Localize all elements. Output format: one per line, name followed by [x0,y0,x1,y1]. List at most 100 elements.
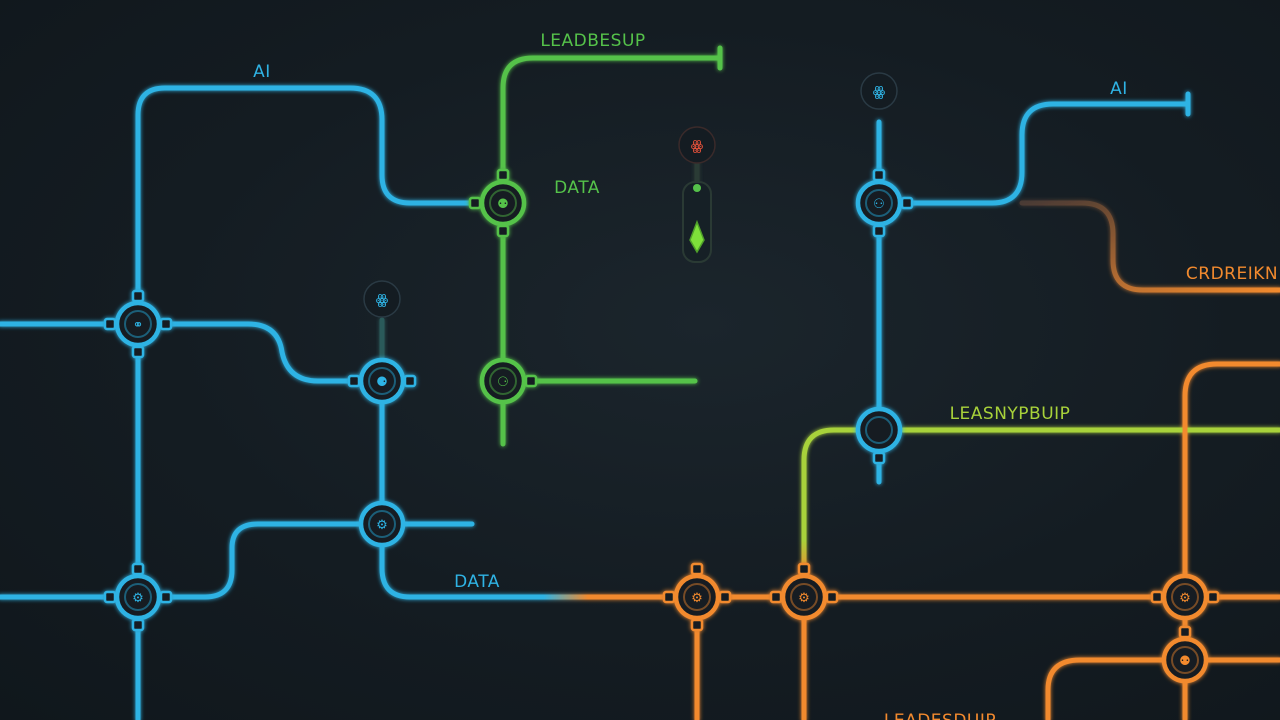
node-inner-ring [368,510,396,538]
node-ring [358,357,406,405]
connector-tab [690,618,704,632]
route-ordering [1019,200,1280,293]
label-leadership-top: LEADBESUP [540,31,645,51]
route-left-vertical [135,85,473,720]
connector-tab [872,451,886,465]
node-ring [1161,573,1209,621]
node-ring [673,573,721,621]
node-ring [358,500,406,548]
small-icon-top-right[interactable]: ꙮ [860,72,898,110]
node-gear-icon: ⚆ [497,375,509,390]
route-orange-bottom-right [1045,657,1280,720]
node-inner-ring [683,583,711,611]
connector-tab [690,562,704,576]
chip-icon: ꙮ [376,293,389,308]
connector-tab [131,618,145,632]
node-gear-icon: ⚙ [691,591,703,606]
node-inner-ring [368,367,396,395]
node-n4[interactable]: ⚇ [855,168,914,238]
node-gear-icon: ⚇ [873,197,885,212]
connector-tab [403,374,417,388]
node-n5[interactable]: ⚈ [347,357,417,405]
route-leadership-top [500,55,723,185]
node-gear-icon: ⚉ [1179,654,1191,669]
label-data-bottom: DATA [454,572,500,592]
label-ai-right: AI [1110,79,1128,99]
route-orange-verticals [694,617,1188,720]
label-leadership-bottom: LEADESDUIP [884,711,996,720]
label-data-center: DATA [554,178,600,198]
connector-tab [872,224,886,238]
connector-tab [159,317,173,331]
node-ring [855,406,903,454]
connector-tab [1206,590,1220,604]
connector-tab [131,562,145,576]
node-n2[interactable]: ⚙ [103,562,173,632]
node-gear-icon: ⚙ [1179,591,1191,606]
node-n6[interactable]: ⚆ [479,357,538,405]
node-ring [479,179,527,227]
connector-tab [825,590,839,604]
node-inner-ring [124,583,152,611]
node-n10[interactable]: ⚙ [769,562,839,621]
node-gear-icon: ⚉ [497,197,509,212]
chip-icon: ꙮ [691,139,704,154]
node-inner-ring [489,189,517,217]
connector-tab [797,562,811,576]
label-ordering-right: CRDREIKN [1186,264,1278,284]
route-bottom-left [0,521,363,600]
node-ring [1161,636,1209,684]
node-n3[interactable]: ⚉ [468,168,527,238]
route-mid-left-horizontal [0,321,363,384]
small-icon-mid-left[interactable]: ꙮ [363,280,401,318]
node-gear-icon: ⚭ [133,318,144,333]
connector-tab [769,590,783,604]
connector-tab [1178,625,1192,639]
route-ai-right [899,101,1191,206]
chip-icon: ꙮ [873,85,886,100]
node-ring [114,300,162,348]
center-junction [682,181,712,263]
small-icon-top-center[interactable]: ꙮ [678,126,716,164]
node-inner-ring [489,367,517,395]
node-ring [114,573,162,621]
connector-tab [524,374,538,388]
connector-tab [900,196,914,210]
node-gear-icon: ⚙ [376,518,388,533]
node-inner-ring [1171,646,1199,674]
node-inner-ring [1171,583,1199,611]
node-gear-icon: ⚙ [798,591,810,606]
connector-tab [131,289,145,303]
connector-tab [159,590,173,604]
node-n7[interactable]: ⚙ [358,500,406,548]
node-n1[interactable]: ⚭ [103,289,173,359]
nodes: ⚭ ⚙ ⚉ ⚇ ⚈ ⚆ ⚙ ⚙ ⚙ ⚙ ⚉ [103,168,1220,684]
node-n11[interactable]: ⚙ [1150,573,1220,621]
node-inner-ring [124,310,152,338]
route-lime-down [801,427,860,579]
node-gear-icon: ⚈ [376,375,388,390]
connector-tab [496,224,510,238]
label-leadership-mid: LEASNYPBUIP [950,404,1071,424]
node-ring [855,179,903,227]
connector-tab [103,590,117,604]
node-ring [780,573,828,621]
connector-tab [347,374,361,388]
node-inner-ring [790,583,818,611]
label-ai-left: AI [253,62,271,82]
node-ring [479,357,527,405]
route-orange-right-loop [1182,361,1280,579]
node-n8[interactable] [855,406,903,465]
connector-tab [103,317,117,331]
node-inner-ring [865,189,893,217]
node-gear-icon: ⚙ [132,591,144,606]
connector-tab [662,590,676,604]
connector-tab [718,590,732,604]
connector-tab [872,168,886,182]
connector-tab [1150,590,1164,604]
node-n12[interactable]: ⚉ [1161,625,1209,684]
connector-tab [496,168,510,182]
node-n9[interactable]: ⚙ [662,562,732,632]
